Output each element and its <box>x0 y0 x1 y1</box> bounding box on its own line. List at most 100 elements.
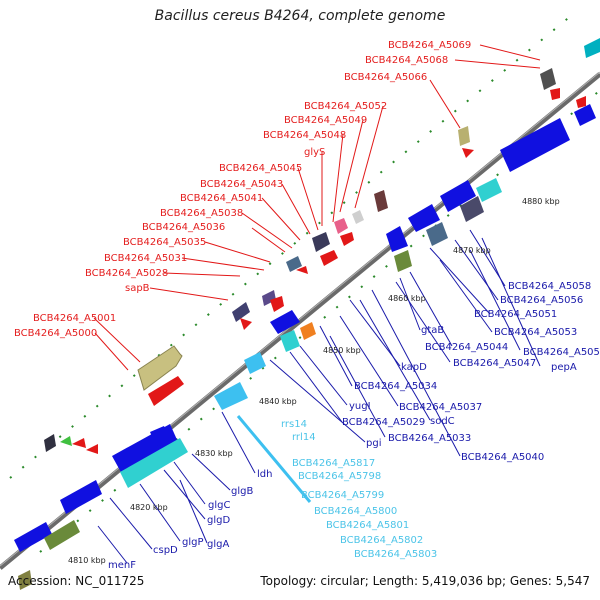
gene-label: kapD <box>401 362 427 373</box>
gene-arrow <box>500 118 570 172</box>
gene-arrow <box>340 232 354 246</box>
tick-label: 4840 kbp <box>259 397 297 406</box>
gene-arrow <box>262 290 276 306</box>
gene-arrow <box>440 180 476 212</box>
accession-text: Accession: NC_011725 <box>8 574 145 588</box>
gene-label: BCB4264_A5041 <box>180 193 263 204</box>
tick-label: 4820 kbp <box>130 503 168 512</box>
gene-label: menF <box>108 560 136 571</box>
gene-arrow <box>214 382 248 410</box>
gene-arrow <box>458 126 470 146</box>
gene-label: BCB4264_A5053 <box>494 327 577 338</box>
gene-arrow <box>352 210 364 224</box>
gene-label: BCB4264_A5029 <box>342 417 425 428</box>
gene-arrow <box>286 256 302 272</box>
gene-label: pgi <box>366 438 381 449</box>
gene-arrow <box>44 434 56 452</box>
gene-arrow <box>394 250 412 272</box>
gene-label: BCB4264_A5045 <box>219 163 302 174</box>
gene-label: yugI <box>349 401 371 412</box>
gene-label: ldh <box>257 469 272 480</box>
gene-arrow <box>18 570 32 590</box>
forward-genes <box>44 38 600 454</box>
gene-arrow <box>240 318 252 330</box>
gene-arrow <box>574 104 596 126</box>
genome-backbone <box>0 72 600 570</box>
labels-reverse: BCB4264_A5058 BCB4264_A5056 BCB4264_A505… <box>108 281 600 571</box>
gene-label: BCB4264_A5068 <box>365 55 448 66</box>
gene-arrow <box>462 148 474 158</box>
reverse-genes <box>14 104 596 590</box>
gene-label: rrl14 <box>292 432 316 443</box>
gene-label: BCB4264_A5800 <box>314 506 397 517</box>
tick-label: 4880 kbp <box>522 197 560 206</box>
gene-arrow <box>386 226 408 252</box>
gene-label: BCB4264_A5802 <box>340 535 423 546</box>
gene-label: BCB4264_A5040 <box>461 452 544 463</box>
gene-arrow <box>232 302 250 322</box>
gene-arrow <box>540 68 556 90</box>
gene-label: BCB4264_A5047 <box>453 358 536 369</box>
gene-label: BCB4264_A5799 <box>301 490 384 501</box>
gene-label: glgD <box>207 515 230 526</box>
gene-label: BCB4264_A5817 <box>292 458 375 469</box>
gene-label: BCB4264_A5048 <box>263 130 346 141</box>
gene-arrow <box>374 190 388 212</box>
tick-label: 4850 kbp <box>323 346 361 355</box>
gene-label: BCB4264_A5798 <box>298 471 381 482</box>
gene-label: BCB4264_A5034 <box>354 381 437 392</box>
gene-label: BCB4264_A5028 <box>85 268 168 279</box>
tick-label: 4860 kbp <box>388 294 426 303</box>
gene-label: BCB4264_A5066 <box>344 72 427 83</box>
gene-label: cspD <box>153 545 178 556</box>
gene-label: BCB4264_A5051 <box>474 309 557 320</box>
tick-label: 4830 kbp <box>195 449 233 458</box>
gene-arrow <box>300 322 316 340</box>
gene-arrow <box>60 436 72 446</box>
gene-label: BCB4264_A5036 <box>142 222 225 233</box>
gene-arrow <box>14 522 52 552</box>
gene-arrow <box>584 38 600 58</box>
gene-arrow <box>476 178 502 202</box>
gene-label: BCB4264_A5038 <box>160 208 243 219</box>
tick-label: 4870 kbp <box>453 246 491 255</box>
labels-rna: rrs14 rrl14 BCB4264_A5817 BCB4264_A5798 … <box>281 419 437 560</box>
gene-label: BCB4264_A5000 <box>14 328 97 339</box>
gene-arrow <box>460 196 484 222</box>
gene-arrow <box>44 520 80 550</box>
topology-text: Topology: circular; Length: 5,419,036 bp… <box>260 574 590 588</box>
gene-arrow <box>320 250 338 266</box>
leader-lines <box>93 44 541 371</box>
gene-label: sodC <box>430 416 455 427</box>
gene-label: BCB4264_A5037 <box>399 402 482 413</box>
kbp-ticks: 4810 kbp 4820 kbp 4830 kbp 4840 kbp 4850… <box>68 197 560 565</box>
gene-arrow <box>244 352 266 374</box>
gene-arrow <box>86 444 98 454</box>
gene-label: glyS <box>304 147 325 158</box>
gene-arrow <box>120 438 188 488</box>
gene-label: BCB4264_A5056 <box>500 295 583 306</box>
gene-label: BCB4264_A5052 <box>304 101 387 112</box>
tick-label: 4810 kbp <box>68 556 106 565</box>
gene-arrow <box>280 330 300 352</box>
gene-arrow <box>408 204 440 232</box>
gene-arrow <box>150 426 170 446</box>
gene-label: BCB4264_A5001 <box>33 313 116 324</box>
gene-label: rrs14 <box>281 419 307 430</box>
gene-label: BCB4264_A5044 <box>425 342 508 353</box>
gene-label: BCB4264_A5058 <box>508 281 591 292</box>
leader-lines-blue <box>97 229 541 564</box>
gene-label: BCB4264_A5043 <box>200 179 283 190</box>
gene-arrow <box>334 218 348 234</box>
gene-arrow <box>270 310 300 334</box>
gene-arrow <box>576 96 586 108</box>
gene-label: BCB4264_A5801 <box>326 520 409 531</box>
gene-label: BCB4264_A5049 <box>284 115 367 126</box>
gene-arrow <box>296 266 308 274</box>
labels-forward: BCB4264_A5069 BCB4264_A5068 BCB4264_A506… <box>14 40 471 339</box>
gene-label: BCB4264_A5069 <box>388 40 471 51</box>
page-title: Bacillus cereus B4264, complete genome <box>154 8 446 24</box>
gene-arrow <box>426 222 448 246</box>
gene-arrow <box>137 345 183 391</box>
